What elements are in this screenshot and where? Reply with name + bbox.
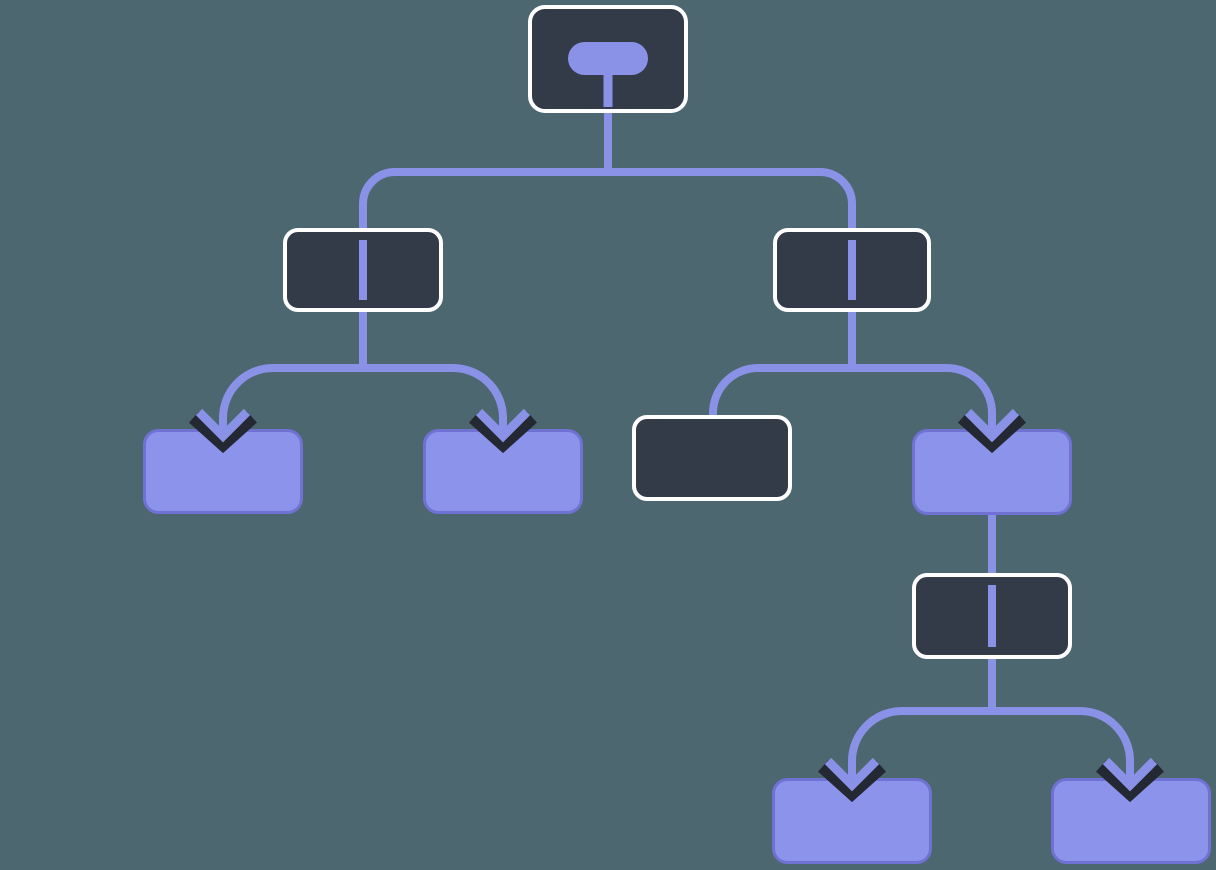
connector-left-branch-to-leaves — [219, 312, 507, 433]
tree-root-icon — [568, 42, 648, 107]
connector-lower-branch-to-leaves — [848, 659, 1134, 782]
chevron-down-icon — [817, 757, 887, 803]
chevron-down-icon — [957, 408, 1027, 454]
chevron-down-icon — [1095, 757, 1165, 803]
node-branch-lower — [912, 573, 1072, 659]
connector-left-bracket — [219, 364, 507, 433]
connector-right-bracket — [709, 364, 996, 433]
chevron-down-icon — [468, 408, 538, 454]
connector-root-to-children — [359, 113, 856, 228]
connector-lower-bracket — [848, 707, 1134, 782]
node-dark-leaf — [632, 415, 792, 501]
chevron-down-icon — [188, 408, 258, 454]
connector-root-bracket — [359, 168, 856, 228]
node-root — [528, 5, 688, 113]
node-dark-leaf-box — [632, 415, 792, 501]
connector-right-branch-to-children — [709, 312, 996, 433]
node-branch-left — [283, 228, 443, 312]
node-branch-right — [773, 228, 931, 312]
